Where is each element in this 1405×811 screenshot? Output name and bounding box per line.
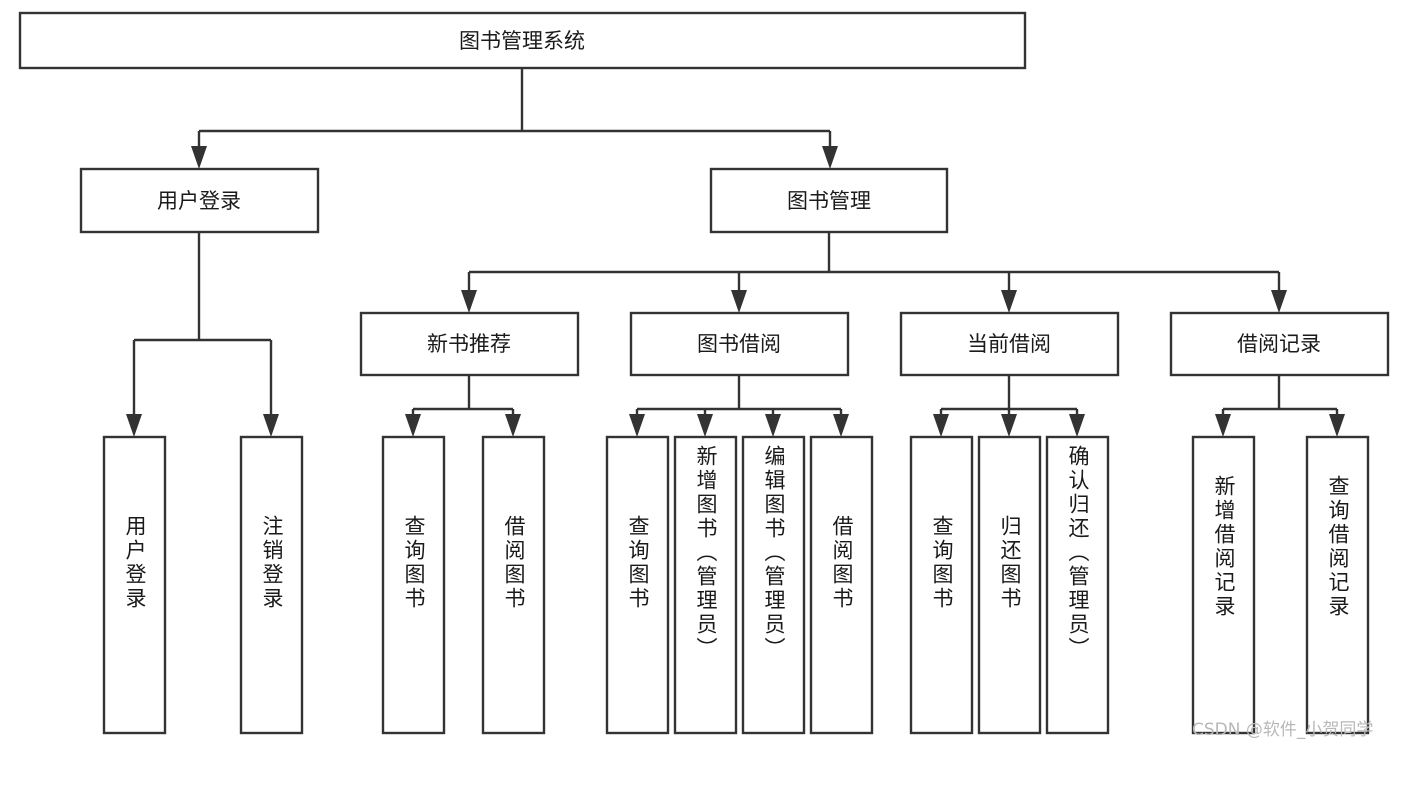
arrow-head-icon — [1069, 414, 1085, 437]
node-new-book-rec-label: 新书推荐 — [427, 332, 511, 356]
node-book-manage-label: 图书管理 — [787, 189, 871, 213]
node-leaf-borrow-book-1-box — [481, 435, 546, 735]
arrow-head-icon — [822, 146, 838, 169]
node-root: 图书管理系统 — [18, 11, 1027, 70]
node-book-manage: 图书管理 — [709, 167, 949, 234]
flowchart-svg: 图书管理系统 用户登录 图书管理 — [18, 11, 1390, 735]
connector-root-to-level2 — [191, 68, 838, 169]
arrow-head-icon — [405, 414, 421, 437]
connector-borrow-record-to-leaves — [1215, 375, 1345, 437]
node-leaf-query-record-box — [1305, 435, 1370, 735]
arrow-head-icon — [1001, 414, 1017, 437]
arrow-head-icon — [833, 414, 849, 437]
node-current-borrow: 当前借阅 — [899, 311, 1120, 377]
arrow-head-icon — [126, 414, 142, 437]
node-leaf-add-record-box — [1191, 435, 1256, 735]
arrow-head-icon — [731, 290, 747, 313]
node-user-login-box — [79, 167, 320, 234]
arrow-head-icon — [629, 414, 645, 437]
node-user-login: 用户登录 — [79, 167, 320, 234]
node-leaf-query-book-3-box — [909, 435, 974, 735]
connector-user-login-to-leaves — [126, 232, 279, 437]
node-leaf-user-login-box — [102, 435, 167, 735]
arrow-head-icon — [765, 414, 781, 437]
arrow-head-icon — [697, 414, 713, 437]
node-leaf-query-book-2-box — [605, 435, 670, 735]
node-leaf-query-book-1-box — [381, 435, 446, 735]
node-user-login-label: 用户登录 — [157, 189, 241, 213]
node-leaf-add-book-box — [673, 435, 738, 735]
arrow-head-icon — [1001, 290, 1017, 313]
node-current-borrow-label: 当前借阅 — [967, 332, 1051, 356]
connector-book-manage-to-level3 — [461, 232, 1287, 313]
node-leaf-borrow-book-2-box — [809, 435, 874, 735]
diagram-canvas: 图书管理系统 用户登录 图书管理 — [18, 11, 1390, 740]
node-new-book-rec-box — [359, 311, 580, 377]
connector-current-borrow-to-leaves — [933, 375, 1085, 437]
arrow-head-icon — [263, 414, 279, 437]
node-leaf-user-logout-box — [239, 435, 304, 735]
connector-new-book-rec-to-leaves — [405, 375, 521, 437]
node-current-borrow-box — [899, 311, 1120, 377]
arrow-head-icon — [461, 290, 477, 313]
node-root-box — [18, 11, 1027, 70]
arrow-head-icon — [1329, 414, 1345, 437]
node-book-borrow-label: 图书借阅 — [697, 332, 781, 356]
node-leaf-return-book-box — [977, 435, 1042, 735]
node-borrow-record: 借阅记录 — [1169, 311, 1390, 377]
arrow-head-icon — [933, 414, 949, 437]
arrow-head-icon — [505, 414, 521, 437]
node-leaf-confirm-return-box — [1045, 435, 1110, 735]
node-new-book-rec: 新书推荐 — [359, 311, 580, 377]
node-borrow-record-label: 借阅记录 — [1237, 332, 1321, 356]
node-root-label: 图书管理系统 — [459, 29, 585, 53]
node-book-borrow: 图书借阅 — [629, 311, 850, 377]
connector-book-borrow-to-leaves — [629, 375, 849, 437]
node-leaf-edit-book-box — [741, 435, 806, 735]
arrow-head-icon — [191, 146, 207, 169]
arrow-head-icon — [1271, 290, 1287, 313]
arrow-head-icon — [1215, 414, 1231, 437]
